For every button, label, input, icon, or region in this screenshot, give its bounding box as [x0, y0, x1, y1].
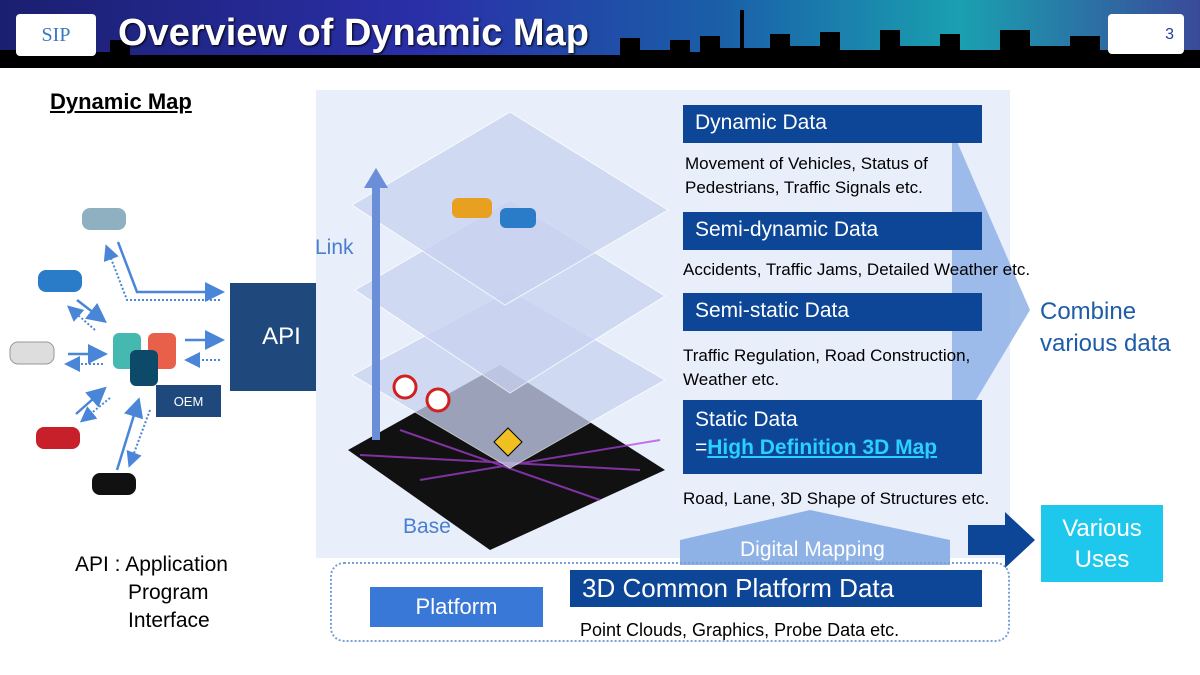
- semi-dynamic-data-description: Accidents, Traffic Jams, Detailed Weathe…: [683, 260, 1031, 279]
- warning-sign-icon: [493, 427, 523, 457]
- page-number: 3: [1108, 14, 1184, 54]
- hd-3d-map-link[interactable]: High Definition 3D Map: [707, 436, 938, 459]
- static-data-prefix: =: [695, 436, 708, 459]
- car-icon: [92, 473, 136, 495]
- sip-logo: SIP: [16, 14, 96, 56]
- api-definition-line: Program: [128, 581, 209, 604]
- car-icon: [500, 208, 536, 228]
- vehicle-connections-diagram: [9, 208, 225, 495]
- platform-box: Platform: [370, 587, 543, 627]
- oem-box: OEM: [156, 385, 221, 417]
- semi-dynamic-data-box: Semi-dynamic Data: [683, 212, 982, 250]
- slide-title: Overview of Dynamic Map: [118, 12, 589, 54]
- dynamic-data-description: Movement of Vehicles, Status of Pedestri…: [685, 154, 928, 197]
- no-parking-sign-icon: [392, 374, 418, 400]
- semi-static-data-description: Traffic Regulation, Road Construction, W…: [683, 346, 971, 389]
- combine-arrow: [952, 130, 1030, 440]
- combine-label: Combine various data: [1040, 298, 1171, 357]
- link-label: Link: [315, 236, 354, 259]
- car-icon: [452, 198, 492, 218]
- static-data-description: Road, Lane, 3D Shape of Structures etc.: [683, 489, 990, 508]
- semi-static-data-box: Semi-static Data: [683, 293, 982, 331]
- digital-mapping-arrow: [680, 510, 950, 565]
- dynamic-data-box: Dynamic Data: [683, 105, 982, 143]
- various-uses-arrow: [968, 512, 1035, 568]
- static-data-box: Static Data =High Definition 3D Map: [683, 400, 982, 474]
- platform-container: [330, 562, 1010, 642]
- car-icon: [82, 208, 126, 230]
- static-data-title: Static Data: [695, 408, 798, 431]
- digital-mapping-label: Digital Mapping: [740, 538, 885, 561]
- common-platform-data-box: 3D Common Platform Data: [570, 570, 982, 607]
- api-definition-line: Interface: [128, 609, 210, 632]
- car-icon: [38, 270, 82, 292]
- car-icons: [9, 208, 136, 495]
- section-title: Dynamic Map: [50, 89, 192, 114]
- city-skyline-image: [0, 10, 1200, 68]
- platform-description: Point Clouds, Graphics, Probe Data etc.: [580, 620, 900, 640]
- various-uses-box: Various Uses: [1041, 505, 1163, 582]
- api-box: API: [230, 283, 333, 391]
- car-icon: [36, 427, 80, 449]
- speed-limit-sign-icon: [425, 387, 451, 413]
- base-label: Base: [403, 515, 451, 538]
- api-definition-line: API : Application: [75, 553, 228, 576]
- car-icon: [9, 341, 55, 365]
- api-definition: API : Application Program Interface: [75, 551, 228, 635]
- database-icon: [113, 333, 176, 386]
